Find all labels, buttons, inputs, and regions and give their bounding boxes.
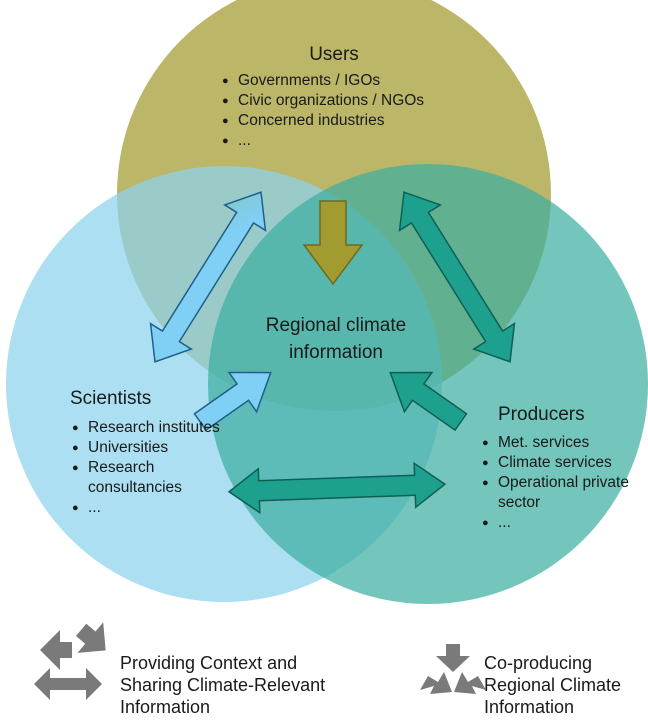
list-item: Civic organizations / NGOs [222, 91, 512, 111]
scientists-title: Scientists [70, 388, 152, 409]
users-scientists-double-arrow [149, 191, 267, 363]
legend-coproduce-label: Co-producing Regional Climate Informatio… [484, 653, 622, 717]
recycle-arrows-icon [34, 622, 106, 700]
converging-arrows-icon [420, 644, 486, 694]
list-item: Governments / IGOs [222, 71, 512, 91]
users-list: Governments / IGOs Civic organizations /… [222, 71, 512, 151]
list-item: ... [222, 131, 512, 151]
producers-list: Met. services Climate services Operation… [482, 433, 632, 533]
list-item: Met. services [482, 433, 632, 453]
list-item: Research institutes [72, 418, 232, 438]
list-item: ... [72, 498, 232, 518]
list-item: Operational private sector [482, 473, 632, 513]
center-label: Regional climate information [265, 315, 407, 363]
users-producers-double-arrow [398, 191, 516, 363]
users-to-center-arrow [302, 200, 364, 286]
users-title: Users [309, 44, 359, 65]
scientists-producers-double-arrow [227, 461, 447, 515]
list-item: ... [482, 513, 632, 533]
list-item: Universities [72, 438, 232, 458]
list-item: Research consultancies [72, 458, 232, 498]
legend-context-label: Providing Context and Sharing Climate-Re… [120, 653, 326, 717]
producers-title: Producers [498, 404, 585, 425]
list-item: Concerned industries [222, 111, 512, 131]
producers-to-center-arrow [389, 371, 468, 432]
scientists-list: Research institutes Universities Researc… [72, 418, 232, 518]
list-item: Climate services [482, 453, 632, 473]
